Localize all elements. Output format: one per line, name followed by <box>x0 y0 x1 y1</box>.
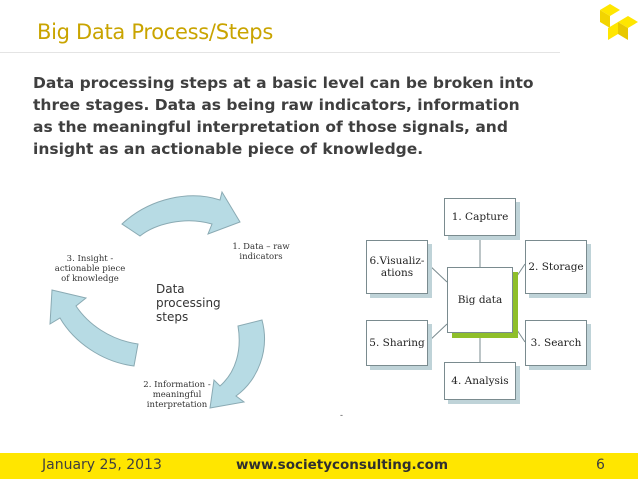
cycle-step-2-line: interpretation <box>146 400 208 410</box>
page-number: 6 <box>596 457 605 473</box>
cycle-arrows <box>49 190 265 409</box>
node-storage: 2. Storage <box>525 240 587 294</box>
cycle-arrow-right <box>209 319 265 409</box>
body-paragraph: Data processing steps at a basic level c… <box>33 72 603 160</box>
cycle-center-label: Data processing steps <box>156 282 221 324</box>
node-sharing: 5. Sharing <box>366 320 428 366</box>
connector-storage <box>512 263 526 283</box>
node-analysis: 4. Analysis <box>444 362 516 400</box>
processing-cycle-diagram: 1. Data – raw indicators 2. Information … <box>30 190 330 420</box>
node-visualizations-line: 6.Visualiz- <box>369 255 425 267</box>
body-line: three stages. Data as being raw indicato… <box>33 96 520 114</box>
node-capture: 1. Capture <box>444 198 516 236</box>
cycle-arrow-top <box>121 190 241 237</box>
logo-icon <box>600 4 638 40</box>
footer-url: www.societyconsulting.com <box>236 457 449 473</box>
cycle-step-1-line: indicators <box>239 252 283 262</box>
cycle-step-1: 1. Data – raw indicators <box>226 242 296 262</box>
cycle-step-2: 2. Information - meaningful interpretati… <box>132 380 222 410</box>
cycle-step-3-line: actionable piece <box>54 264 126 274</box>
cycle-center-line: Data <box>156 282 185 296</box>
node-big-data-hub: Big data <box>447 267 513 333</box>
slide-title: Big Data Process/Steps <box>37 20 273 44</box>
diagram-connectors <box>427 236 526 362</box>
node-visualizations: 6.Visualiz- ations <box>366 240 428 294</box>
cycle-arrow-left <box>49 289 139 367</box>
cycle-step-3-line: of knowledge <box>61 274 119 284</box>
cycle-center-line: processing <box>156 296 221 310</box>
body-line: insight as an actionable piece of knowle… <box>33 140 424 158</box>
body-line: as the meaningful interpretation of thos… <box>33 118 508 136</box>
cycle-step-1-line: 1. Data – raw <box>232 242 290 252</box>
cycle-step-3-line: 3. Insight - <box>66 254 114 264</box>
connector-search <box>512 323 526 343</box>
connector-sharing <box>427 323 448 343</box>
cycle-step-2-line: 2. Information - <box>143 380 211 390</box>
node-visualizations-line: ations <box>380 267 414 279</box>
stray-mark: - <box>340 410 343 420</box>
big-data-diagram: 1. Capture 6.Visualiz- ations 2. Storage… <box>362 192 594 422</box>
cycle-center-line: steps <box>156 310 189 324</box>
body-line: Data processing steps at a basic level c… <box>33 74 534 92</box>
cycle-step-3: 3. Insight - actionable piece of knowled… <box>48 254 132 284</box>
cycle-step-2-line: meaningful <box>152 390 202 400</box>
footer-date: January 25, 2013 <box>42 457 162 473</box>
node-search: 3. Search <box>525 320 587 366</box>
connector-visualizations <box>427 263 448 283</box>
footer-bar: January 25, 2013 www.societyconsulting.c… <box>0 453 638 479</box>
title-divider <box>0 52 560 53</box>
